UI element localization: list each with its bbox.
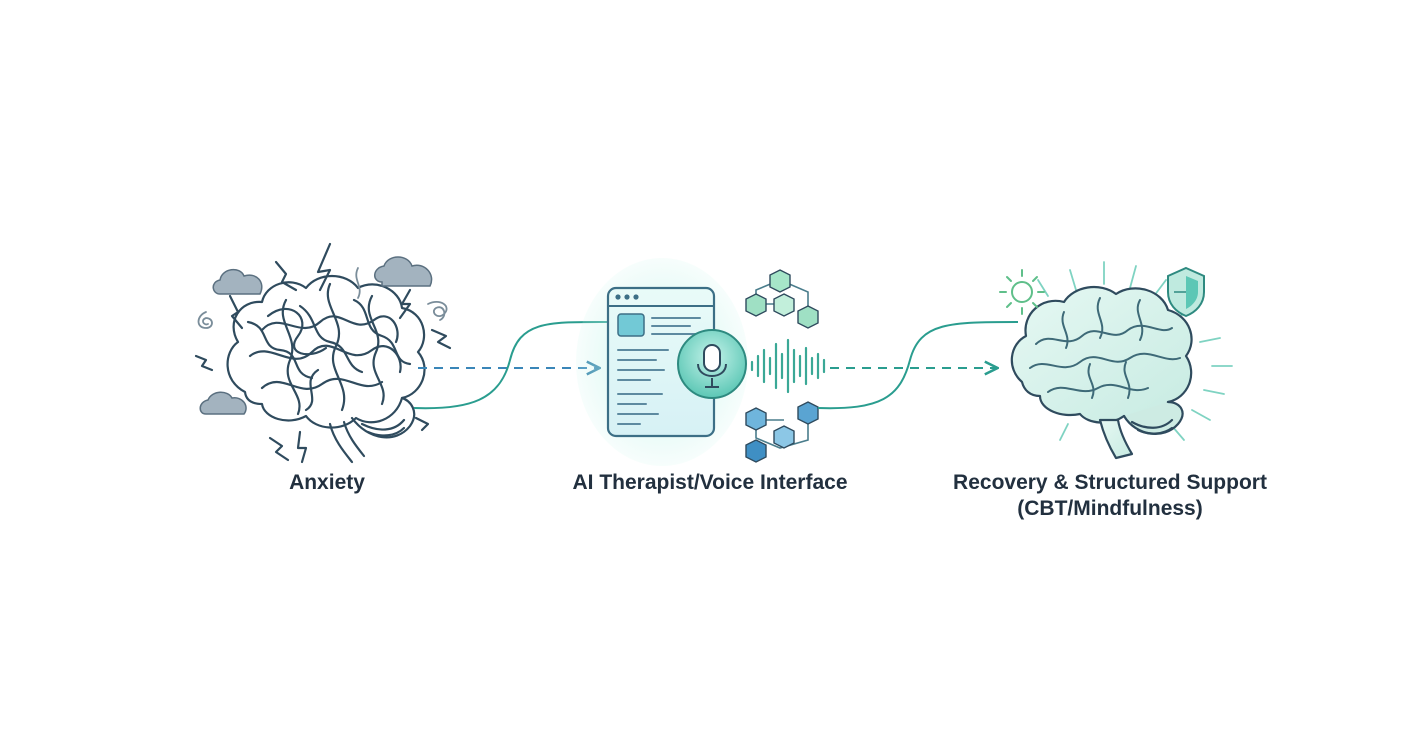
network-cube-top: [745, 269, 819, 329]
sound-wave-icon: [750, 338, 826, 394]
lightning-icon: [194, 242, 452, 464]
stage-label-anxiety: Anxiety: [289, 471, 365, 494]
shield-icon: [1167, 266, 1205, 318]
stage-label-recovery: Recovery & Structured Support (CBT/Mindf…: [920, 470, 1300, 522]
connector-ai-to-recovery: [817, 321, 1019, 410]
connector-anxiety-to-ai: [413, 320, 613, 410]
calm-brain-icon: [1010, 286, 1193, 460]
stage-label-ai-therapist: AI Therapist/Voice Interface: [572, 471, 848, 494]
network-cube-bottom: [745, 401, 819, 463]
microphone-icon: [677, 329, 747, 399]
stage-label-recovery-line1: Recovery & Structured Support: [953, 471, 1267, 494]
storm-cloud-icon: [199, 256, 433, 415]
anxiety-squiggle: [197, 267, 448, 329]
stage-label-recovery-line2: (CBT/Mindfulness): [1017, 497, 1203, 520]
tangled-brain-icon: [226, 275, 426, 464]
sun-icon: [999, 269, 1045, 315]
